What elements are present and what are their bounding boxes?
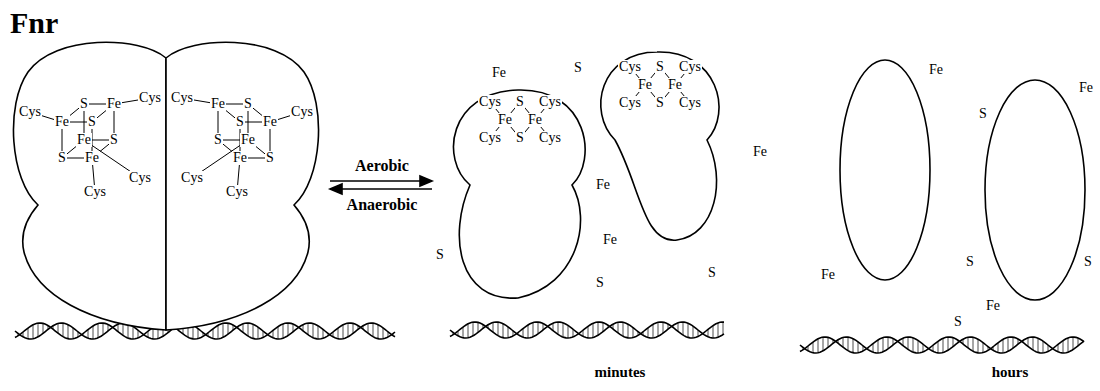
atom-label: Fe [76,133,92,147]
condition-label: Anaerobic [346,197,419,213]
dna-strand [800,337,1084,353]
atom-label: Cys [180,171,204,185]
fnr-monomer [453,90,585,298]
atom-label: S [79,97,89,111]
figure-title: Fnr [10,8,58,38]
atom-label: Fe [928,63,944,77]
atom-label: Cys [618,96,642,110]
atom-label: Fe [527,113,543,127]
dna-strand [800,337,1084,353]
atom-label: Fe [595,178,611,192]
reversible-arrows [330,176,432,194]
atom-label: S [707,266,717,280]
atom-label: Fe [54,115,70,129]
atom-label: Fe [491,66,507,80]
dna-strand [450,322,724,338]
fnr-monomer [13,42,166,330]
atom-label: S [265,151,275,165]
atom-label: S [235,115,245,129]
atom-label: S [978,107,988,121]
atom-label: Cys [225,185,249,199]
atom-label: Cys [538,131,562,145]
atom-label: Fe [497,113,513,127]
atom-label: Fe [210,97,226,111]
atom-label: Fe [84,151,100,165]
atom-label: S [953,315,963,329]
atom-label: S [655,60,665,74]
atom-label: Fe [985,299,1001,313]
atom-label: Cys [18,105,42,119]
atom-label: Fe [637,78,653,92]
atom-label: S [515,95,525,109]
atom-label: S [57,151,67,165]
atom-label: Fe [262,115,278,129]
atom-label: Fe [752,145,768,159]
atom-label: Fe [232,151,248,165]
atom-label: Cys [478,131,502,145]
atom-label: Fe [240,133,256,147]
atom-label: S [965,255,975,269]
atom-label: Fe [667,78,683,92]
atom-label: Cys [290,105,314,119]
apo-fnr-monomer [840,60,930,280]
apo-fnr-monomer [985,80,1085,300]
timescale-label: hours [991,365,1030,380]
atom-label: S [655,96,665,110]
atom-label: S [435,248,445,262]
atom-label: S [595,276,605,290]
fnr-monomer [166,42,319,330]
condition-label: Aerobic [354,158,410,174]
atom-label: Cys [678,96,702,110]
atom-label: S [87,115,97,129]
timescale-label: minutes [594,365,647,380]
atom-label: S [109,133,119,147]
atom-label: Cys [83,185,107,199]
atom-label: Cys [618,60,642,74]
atom-label: S [573,61,583,75]
atom-label: Cys [538,95,562,109]
atom-label: S [1083,255,1093,269]
atom-label: Fe [1078,81,1094,95]
fe2s2-cluster-bonds [490,67,690,138]
atom-label: S [213,133,223,147]
atom-label: Fe [602,233,618,247]
atom-label: S [243,97,253,111]
atom-label: Cys [678,60,702,74]
fnr-monomer [601,52,719,240]
atom-label: Cys [128,171,152,185]
atom-label: Cys [170,91,194,105]
atom-label: S [515,131,525,145]
dna-strand [450,322,724,338]
atom-label: Fe [106,97,122,111]
atom-label: Cys [478,95,502,109]
atom-label: Fe [820,268,836,282]
atom-label: Cys [138,91,162,105]
